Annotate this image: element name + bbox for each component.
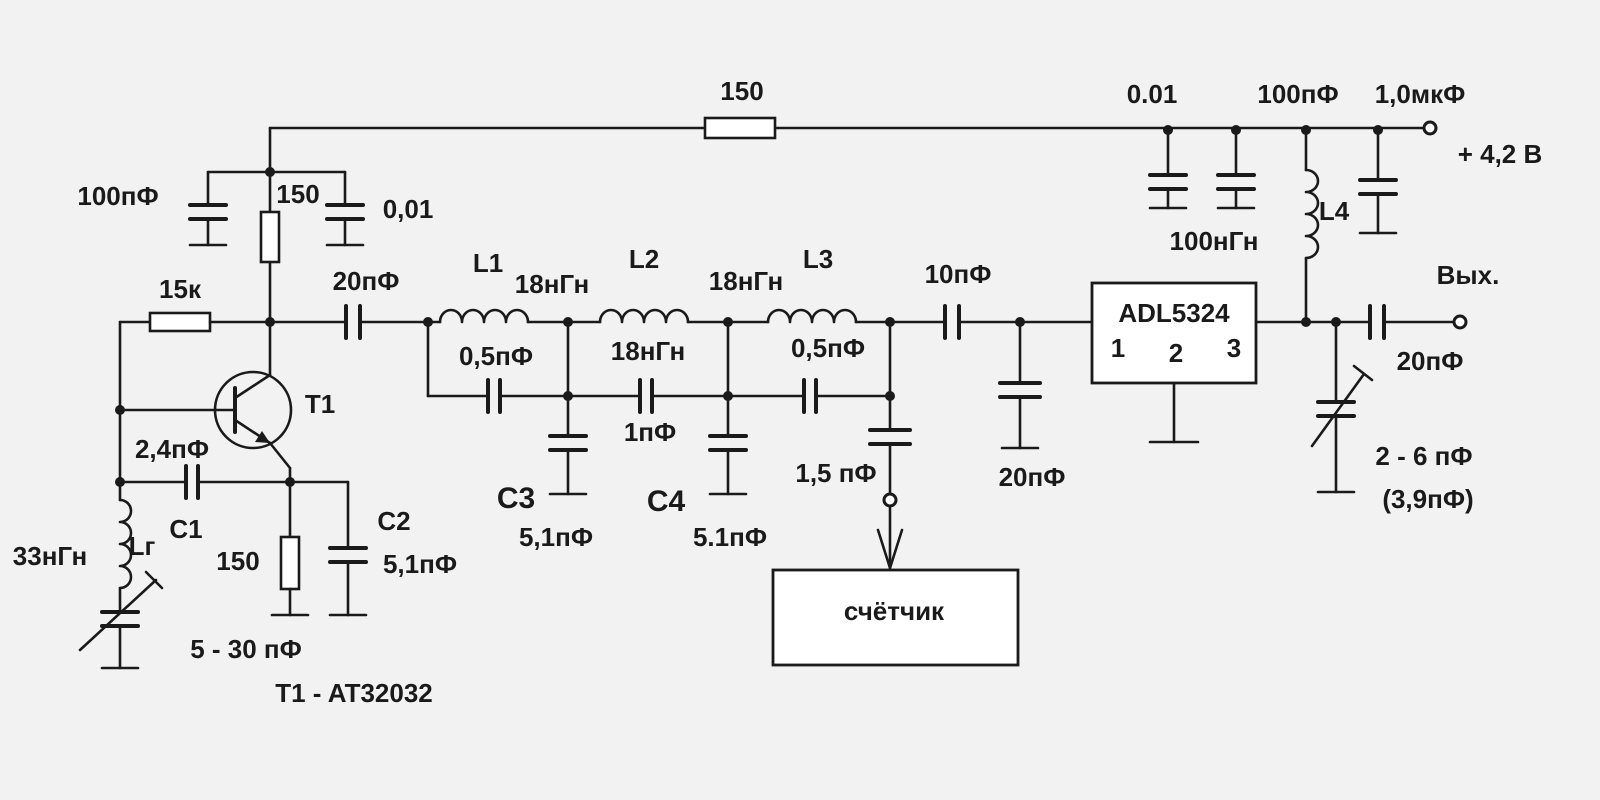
label-trimmer-out: 2 - 6 пФ	[1375, 441, 1472, 471]
label-chip: ADL5324	[1118, 298, 1230, 328]
label-pin1: 1	[1111, 333, 1125, 363]
counter-arrow	[876, 528, 904, 570]
label-c3-value: 5,1пФ	[519, 522, 593, 552]
rail-decoupling	[1148, 125, 1398, 324]
transistor-t1	[213, 370, 293, 450]
trimmer-arrow-out	[1310, 372, 1366, 448]
label-c-0-01-top: 0.01	[1127, 79, 1178, 109]
label-t1: T1	[305, 389, 335, 419]
trimmer-arrow-gen	[78, 578, 158, 652]
label-trimmer-gen: 5 - 30 пФ	[190, 634, 302, 664]
label-l1-value: 18нГн	[515, 269, 589, 299]
counter-tap-terminal[interactable]	[882, 492, 898, 508]
label-c-0-5pf-a: 0,5пФ	[459, 341, 533, 371]
label-supply: + 4,2 В	[1458, 139, 1543, 169]
labels: 150 0.01 100пФ 1,0мкФ + 4,2 В 100пФ 150 …	[13, 76, 1542, 708]
counter-block	[771, 568, 1020, 667]
label-c3: C3	[497, 482, 535, 515]
label-c1: C1	[169, 514, 202, 544]
label-c-0-01-left: 0,01	[383, 194, 434, 224]
filter-chain	[268, 304, 1094, 570]
label-r-150-collector: 150	[276, 179, 319, 209]
label-c4-value: 5.1пФ	[693, 522, 767, 552]
oscillator-stage	[78, 311, 368, 670]
label-counter: счётчик	[844, 596, 945, 626]
label-l2-value: 18нГн	[611, 336, 685, 366]
supply-terminal[interactable]	[1422, 120, 1438, 136]
label-l3: L3	[803, 244, 833, 274]
resistor-150-emitter	[279, 535, 301, 591]
label-r-15k: 15к	[159, 274, 202, 304]
label-l-gen: Lг	[129, 531, 156, 561]
collector-feed	[188, 126, 365, 327]
resistor-150-top	[703, 116, 777, 140]
label-c-20pf-out: 20пФ	[1397, 346, 1464, 376]
label-c-100pf-left: 100пФ	[77, 181, 158, 211]
label-c-10pf: 10пФ	[925, 259, 992, 289]
supply-rail	[268, 116, 1438, 140]
label-trimmer-out-nominal: (3,9пФ)	[1382, 484, 1473, 514]
label-r-150-emitter: 150	[216, 546, 259, 576]
label-c2-value: 5,1пФ	[383, 549, 457, 579]
label-c-2-4pf: 2,4пФ	[135, 434, 209, 464]
label-l2: L2	[629, 244, 659, 274]
resistor-150-collector	[259, 210, 281, 264]
label-c-0-5pf-b: 0,5пФ	[791, 333, 865, 363]
inductor-lg	[118, 498, 133, 590]
label-c-20pf-coupling: 20пФ	[333, 266, 400, 296]
label-pin3: 3	[1227, 333, 1241, 363]
label-c2: C2	[377, 506, 410, 536]
label-r-top: 150	[720, 76, 763, 106]
label-c4: C4	[647, 485, 686, 518]
label-c-1-5pf: 1,5 пФ	[795, 458, 876, 488]
label-c-1pf: 1пФ	[624, 417, 676, 447]
label-out: Вых.	[1437, 260, 1500, 290]
label-transistor-type: T1 - AT32032	[275, 678, 433, 708]
output-terminal[interactable]	[1452, 314, 1468, 330]
inductor-l3	[766, 308, 858, 324]
label-c-100pf-top: 100пФ	[1257, 79, 1338, 109]
inductor-l1	[438, 308, 530, 324]
label-l-100nh: 100нГн	[1170, 226, 1259, 256]
label-c-20pf-shunt: 20пФ	[999, 462, 1066, 492]
label-l4: L4	[1319, 196, 1350, 226]
label-l-gen-value: 33нГн	[13, 541, 87, 571]
label-c-1uf: 1,0мкФ	[1375, 79, 1466, 109]
inductor-l4	[1304, 168, 1320, 260]
label-pin2: 2	[1169, 338, 1183, 368]
resistor-15k	[148, 311, 212, 333]
label-l1: L1	[473, 248, 503, 278]
amplifier-adl5324	[1090, 281, 1468, 494]
label-l3-value: 18нГн	[709, 266, 783, 296]
inductor-l2	[598, 308, 690, 324]
